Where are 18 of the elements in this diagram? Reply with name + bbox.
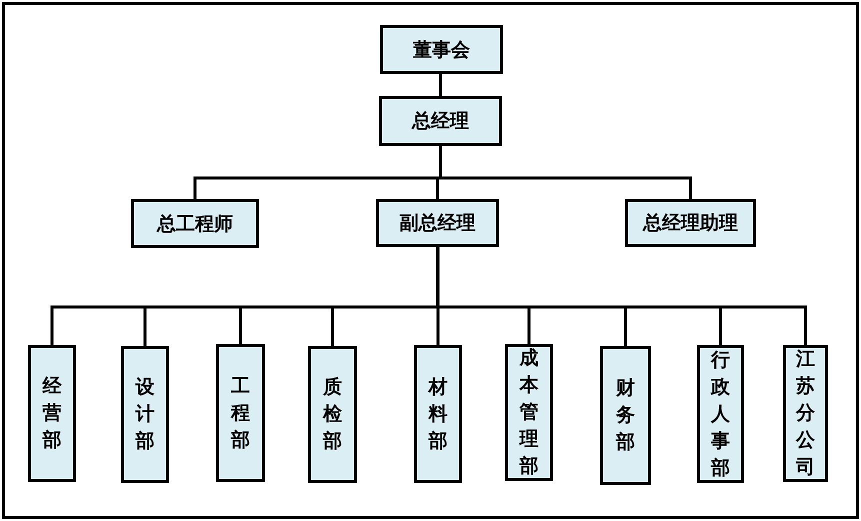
connector-line (439, 146, 692, 199)
org-box: 设计部 (121, 346, 169, 483)
org-box: 材料部 (414, 345, 462, 483)
org-box: 经营部 (28, 345, 76, 482)
connector-line (439, 74, 442, 96)
org-box: 工程部 (216, 344, 265, 482)
org-box: 总经理 (379, 96, 502, 146)
org-box: 行政人事部 (697, 345, 744, 483)
org-box: 总经理助理 (625, 199, 756, 247)
org-box: 质检部 (308, 346, 357, 483)
org-box: 董事会 (380, 25, 503, 74)
org-box: 总工程师 (131, 199, 259, 248)
org-box: 财务部 (600, 346, 651, 485)
org-box: 成本管理部 (505, 344, 553, 481)
org-box: 江苏分公司 (783, 345, 828, 482)
connector-line (436, 247, 807, 345)
org-box: 副总经理 (376, 199, 499, 247)
connector-line (436, 247, 440, 345)
